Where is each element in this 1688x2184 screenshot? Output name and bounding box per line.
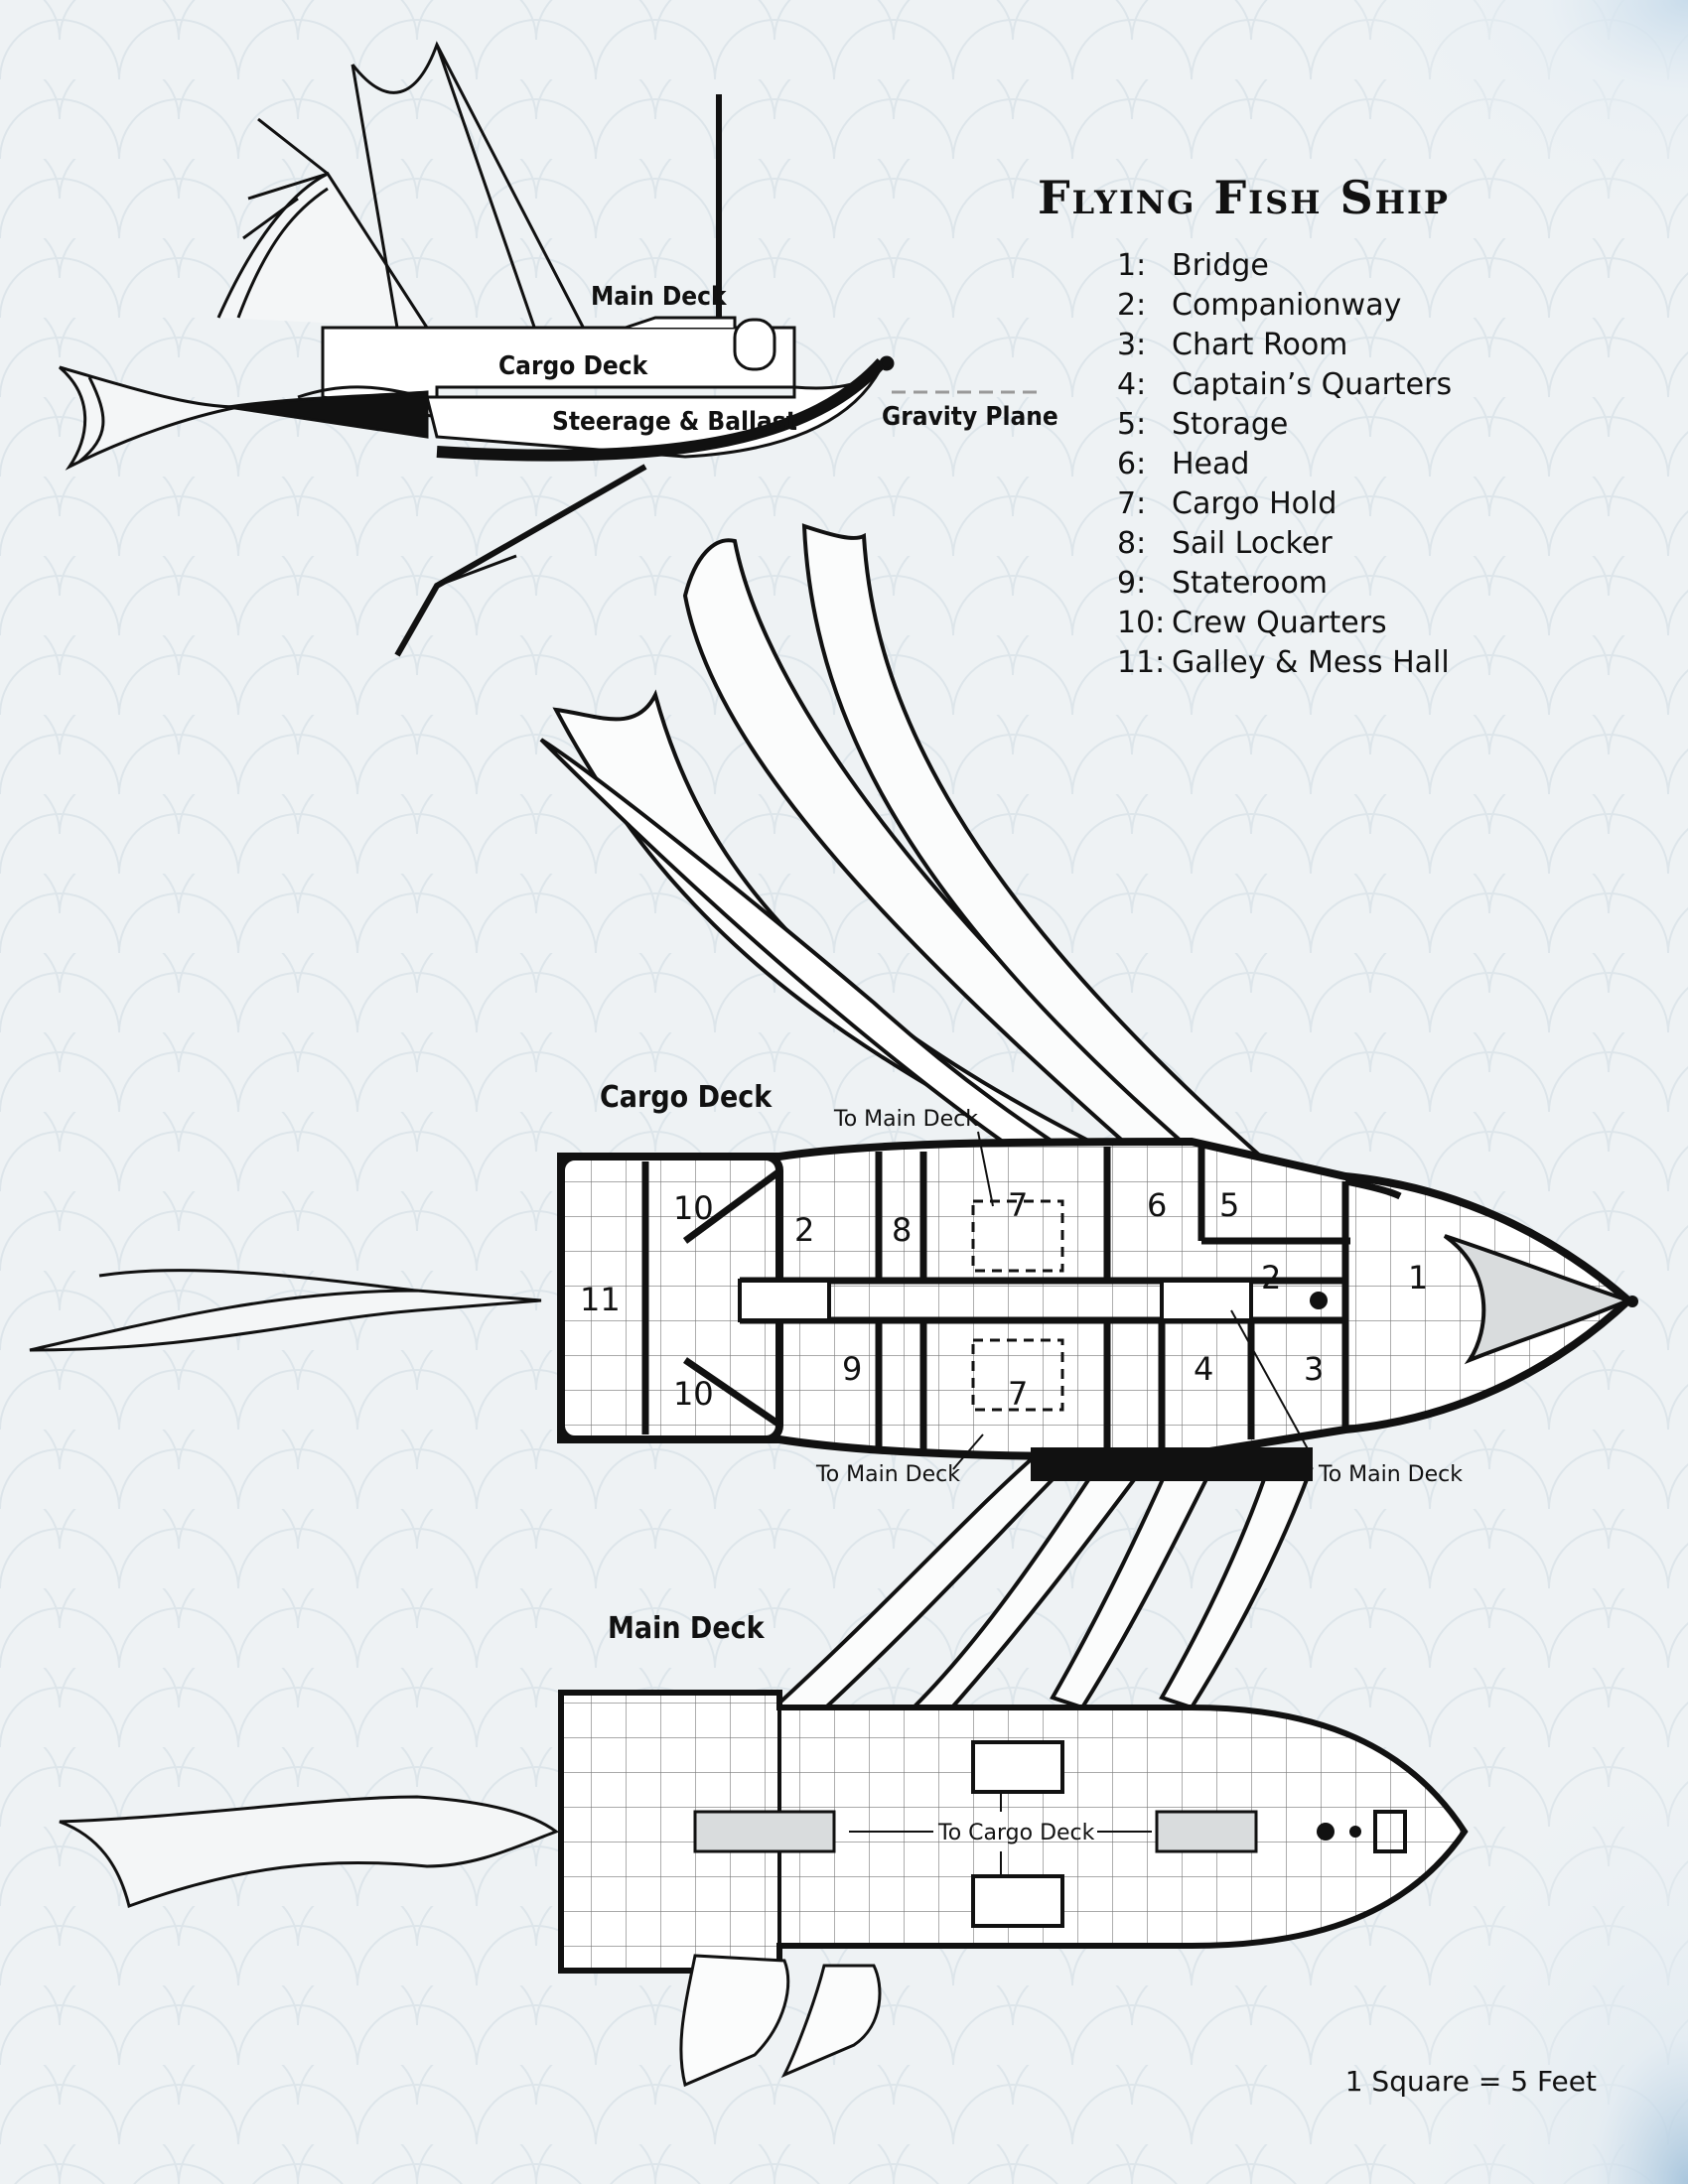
main-deck-heading: Main Deck [608,1611,766,1646]
room-8-label: 8 [892,1211,912,1249]
profile-gravity-plane-label: Gravity Plane [882,402,1058,432]
legend-label: Storage [1172,407,1289,442]
room-7a-label: 7 [1008,1186,1028,1224]
legend-number: 10: [1117,606,1166,640]
to-cargo-deck-label: To Cargo Deck [937,1821,1095,1845]
map-scale: 1 Square = 5 Feet [1344,2065,1597,2098]
legend-number: 3: [1117,328,1147,362]
room-2b-label: 2 [794,1211,814,1249]
legend-label: Galley & Mess Hall [1172,645,1450,680]
legend-label: Cargo Hold [1172,486,1337,521]
legend-label: Stateroom [1172,566,1329,601]
room-11-label: 11 [580,1281,621,1318]
legend-item: 10:Crew Quarters [1117,604,1452,643]
legend-number: 6: [1117,447,1147,481]
room-numbers: 1 2 2 3 4 5 6 7 7 8 9 10 10 11 [580,1186,1428,1413]
legend-item: 6: Head [1117,445,1452,484]
legend-number: 11: [1117,645,1166,680]
cargo-deck-plan: 1 2 2 3 4 5 6 7 7 8 9 10 10 11 Cargo Dec… [29,1080,1638,1487]
room-2-label: 2 [1261,1259,1281,1297]
profile-cargo-deck-label: Cargo Deck [498,351,649,381]
legend-item: 9: Stateroom [1117,564,1452,604]
to-main-deck-right: To Main Deck [1318,1462,1463,1487]
legend-label: Bridge [1172,248,1269,283]
legend-number: 4: [1117,367,1147,402]
room-9-label: 9 [842,1350,862,1388]
legend-label: Crew Quarters [1172,606,1387,640]
legend-number: 7: [1117,486,1147,521]
room-3-label: 3 [1304,1350,1324,1388]
to-main-deck-top: To Main Deck [833,1107,978,1132]
legend-item: 1: Bridge [1117,246,1452,286]
legend-number: 9: [1117,566,1147,601]
legend-label: Head [1172,447,1250,481]
page-title: Flying Fish Ship [1038,171,1450,224]
legend-item: 3: Chart Room [1117,326,1452,365]
legend-label: Captain’s Quarters [1172,367,1453,402]
legend-item: 2: Companionway [1117,286,1452,326]
room-10a-label: 10 [673,1189,714,1227]
legend-number: 5: [1117,407,1147,442]
profile-labels: Main Deck Cargo Deck Steerage & Ballast … [498,282,1058,437]
profile-steerage-label: Steerage & Ballast [552,407,797,437]
legend-label: Sail Locker [1172,526,1333,561]
legend-item: 7: Cargo Hold [1117,484,1452,524]
room-1-label: 1 [1408,1259,1428,1297]
legend-item: 11:Galley & Mess Hall [1117,643,1452,683]
legend-number: 1: [1117,248,1147,283]
room-10b-label: 10 [673,1375,714,1413]
room-5-label: 5 [1219,1186,1239,1224]
legend-item: 5: Storage [1117,405,1452,445]
lower-sails [771,1446,1314,1730]
side-profile [59,41,1038,657]
main-deck-plan: Main Deck To Cargo Deck [59,1611,1469,2088]
legend-label: Companionway [1172,288,1402,323]
room-legend: 1: Bridge 2: Companionway 3: Chart Room 4: C… [1117,246,1452,683]
profile-main-deck-label: Main Deck [591,282,728,312]
legend-item: 4: Captain’s Quarters [1117,365,1452,405]
room-6-label: 6 [1147,1186,1167,1224]
legend-label: Chart Room [1172,328,1348,362]
legend-number: 2: [1117,288,1147,323]
room-7b-label: 7 [1008,1375,1028,1413]
cargo-deck-heading: Cargo Deck [600,1080,773,1115]
to-main-deck-bottom: To Main Deck [815,1462,960,1487]
legend-number: 8: [1117,526,1147,561]
legend-item: 8: Sail Locker [1117,524,1452,564]
room-4-label: 4 [1194,1350,1213,1388]
